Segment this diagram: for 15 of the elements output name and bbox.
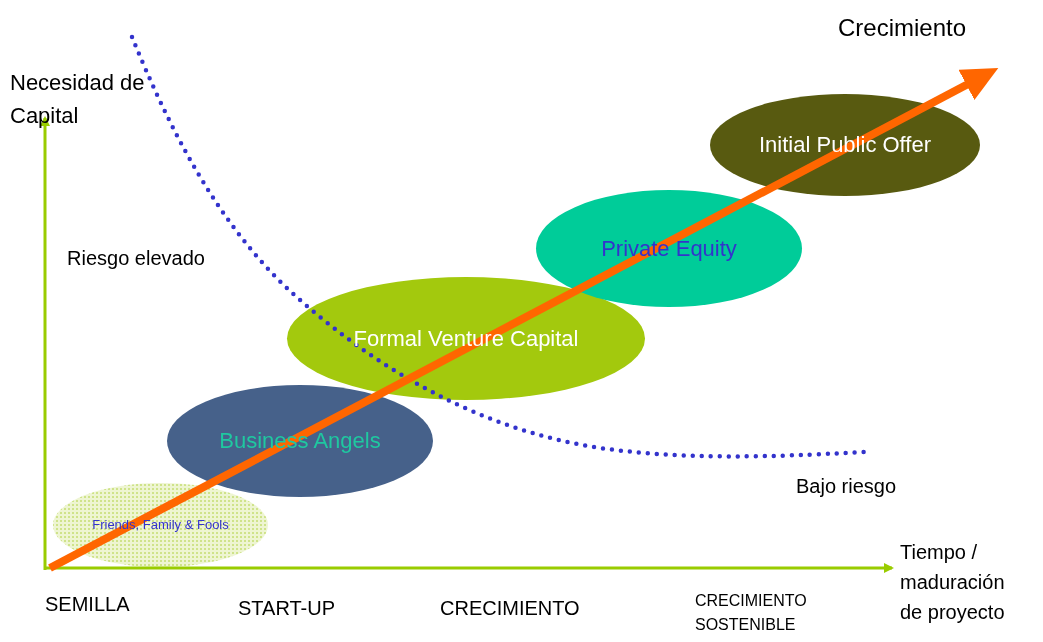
- ellipse-label: Formal Venture Capital: [353, 324, 579, 353]
- axis-title: Tiempo / maduración de proyecto: [900, 541, 1005, 623]
- stage-label: SEMILLA: [45, 593, 130, 615]
- stage-label: CRECIMIENTO SOSTENIBLE: [695, 592, 807, 633]
- funding-ellipse: [287, 277, 645, 400]
- axis-title: Necesidad de Capital: [10, 70, 145, 128]
- funding-ellipse: [167, 385, 433, 497]
- growth-label: Crecimiento: [838, 14, 967, 41]
- funding-ellipse: [53, 483, 268, 567]
- funding-ellipse: [710, 94, 980, 196]
- risk-label: Bajo riesgo: [796, 475, 897, 497]
- stage-label: CRECIMIENTO: [440, 597, 580, 619]
- risk-label: Riesgo elevado: [67, 247, 205, 269]
- stage-label: START-UP: [238, 597, 336, 619]
- funding-ellipse: [536, 190, 802, 307]
